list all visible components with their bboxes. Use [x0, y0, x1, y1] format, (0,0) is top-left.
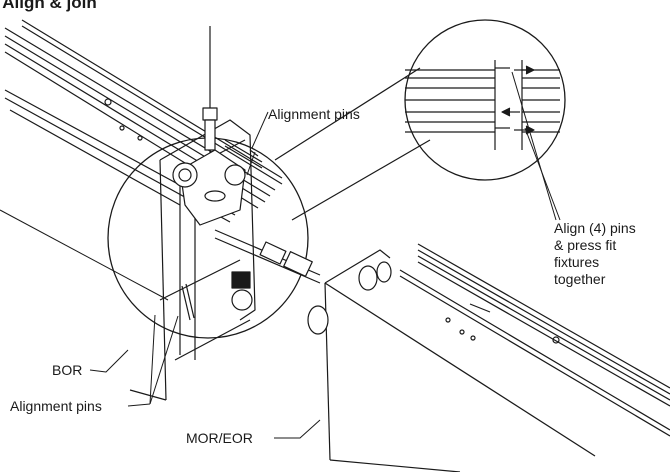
- note-line-2: & press fit: [554, 237, 617, 253]
- alignment-note: Align (4) pins & press fit fixtures toge…: [554, 220, 666, 288]
- diagram-title: 3. Align & join: [0, 0, 97, 12]
- note-line-4: together: [554, 271, 606, 287]
- label-alignment-pins-bottom: Alignment pins: [10, 398, 102, 414]
- label-bor: BOR: [52, 362, 83, 378]
- note-line-1: Align (4) pins: [554, 220, 636, 236]
- label-mor-eor: MOR/EOR: [186, 430, 253, 446]
- alignment-pins-top: [224, 139, 263, 169]
- mount-bracket: [172, 149, 246, 226]
- lower-hanger: [181, 271, 253, 321]
- magnified-rails: [405, 60, 560, 150]
- magnifier-connector: [291, 139, 431, 221]
- note-line-3: fixtures: [554, 254, 600, 270]
- mor-eor-fixture: [307, 243, 670, 472]
- label-alignment-pins-top: Alignment pins: [268, 106, 360, 122]
- magnifier-connector: [274, 67, 421, 161]
- callout-leaders: [89, 71, 561, 439]
- hanging-cable: [202, 26, 218, 165]
- connector: [214, 229, 321, 284]
